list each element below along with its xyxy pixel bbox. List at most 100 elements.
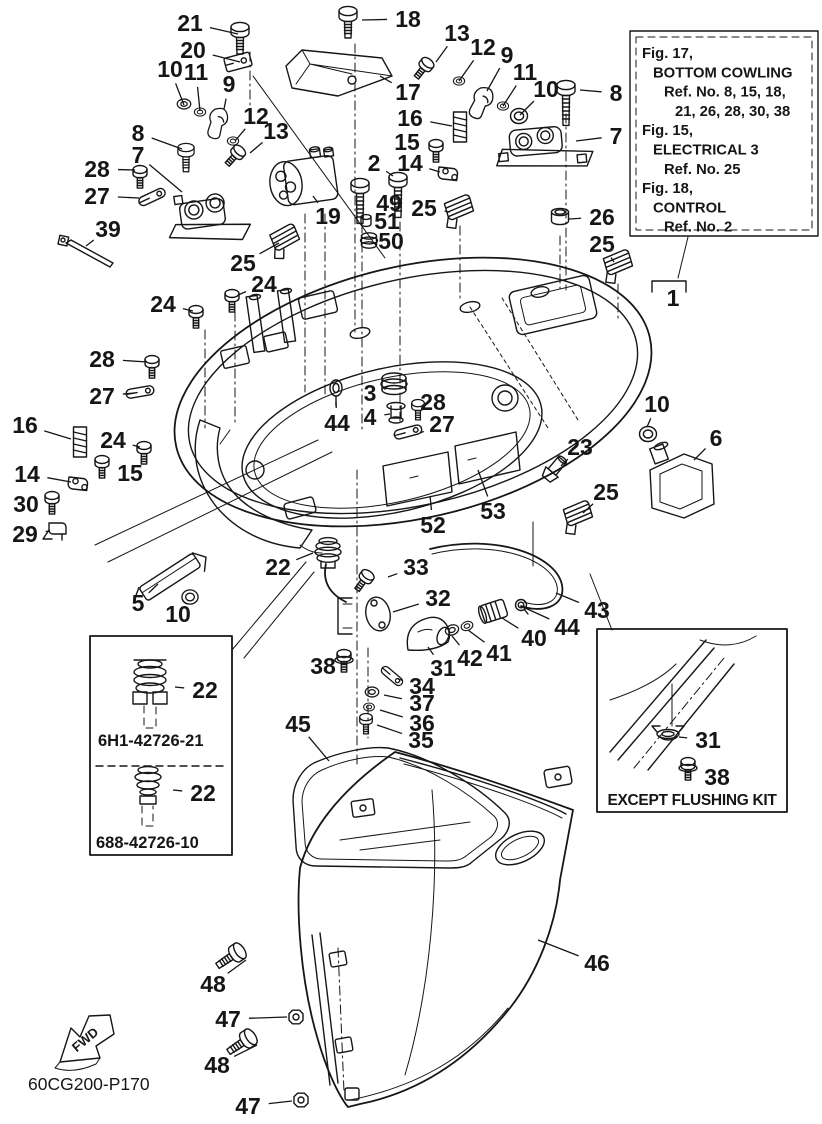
callout-label-4: 4 xyxy=(364,404,377,430)
callout-label-24: 24 xyxy=(150,291,176,317)
leader-line xyxy=(435,45,448,63)
callout-label-34: 34 xyxy=(409,673,435,699)
grommet-50 xyxy=(359,232,379,249)
center-fittings-art xyxy=(314,263,715,735)
leader-line xyxy=(132,444,141,448)
grommet-22a xyxy=(314,536,347,603)
leader-line xyxy=(122,392,135,395)
leader-line xyxy=(174,686,185,689)
callout-label-13: 13 xyxy=(263,118,289,144)
cable-tie-39 xyxy=(57,234,114,268)
artwork-layer xyxy=(42,5,819,1108)
callout-label-33: 33 xyxy=(403,554,429,580)
callout-label-39: 39 xyxy=(95,216,121,242)
callout-label-1: 1 xyxy=(667,285,680,311)
bracket-u xyxy=(337,597,353,635)
leader-line xyxy=(678,736,688,739)
except-box-label: EXCEPT FLUSHING KIT xyxy=(607,792,777,809)
leader-line xyxy=(646,418,652,428)
callout-label-7: 7 xyxy=(132,142,145,168)
info-box-line: ELECTRICAL 3 xyxy=(653,143,759,159)
leader-line xyxy=(467,629,485,643)
leader-line xyxy=(117,196,140,199)
callout-label-41: 41 xyxy=(486,640,512,666)
leader-line xyxy=(501,617,519,629)
compressor-19 xyxy=(269,146,339,207)
leader-line xyxy=(44,430,72,440)
callout-label-25: 25 xyxy=(593,479,619,505)
callout-label-42: 42 xyxy=(457,645,483,671)
callout-label-25: 25 xyxy=(589,231,615,257)
leader-line xyxy=(610,257,615,263)
callout-label-28: 28 xyxy=(89,346,115,372)
callout-label-6: 6 xyxy=(710,425,723,451)
leader-line xyxy=(45,530,51,533)
callout-label-45: 45 xyxy=(285,711,311,737)
leader-line xyxy=(209,26,239,35)
leader-line xyxy=(227,959,247,974)
boot-31a xyxy=(406,616,451,652)
leader-line xyxy=(397,678,403,681)
callout-label-44: 44 xyxy=(324,410,350,436)
callout-label-10: 10 xyxy=(533,76,559,102)
callout-label-27: 27 xyxy=(89,383,115,409)
callout-label-32: 32 xyxy=(425,585,451,611)
holder-6 xyxy=(648,441,715,519)
callout-label-12: 12 xyxy=(243,103,269,129)
callout-label-18: 18 xyxy=(395,6,421,32)
leader-line xyxy=(392,603,419,613)
left-hardware-art xyxy=(42,164,207,605)
callout-label-31: 31 xyxy=(430,655,456,681)
collar-51 xyxy=(360,213,372,228)
pan-posts xyxy=(245,287,297,354)
info-box-line: CONTROL xyxy=(653,200,726,216)
callout-label-27: 27 xyxy=(84,183,110,209)
leader-line xyxy=(312,195,319,204)
callout-label-25: 25 xyxy=(230,250,256,276)
fwd-arrow xyxy=(54,1014,115,1071)
callout-label-47: 47 xyxy=(235,1093,261,1119)
leader-line xyxy=(148,583,159,594)
leader-line xyxy=(268,1100,293,1105)
variant-box xyxy=(89,635,233,856)
info-box-line: 21, 26, 28, 30, 38 xyxy=(675,104,790,120)
callout-label-51: 51 xyxy=(374,208,400,234)
leader-line xyxy=(175,83,185,106)
leader-line xyxy=(693,447,707,461)
leader-line xyxy=(582,503,594,514)
leader-line xyxy=(555,592,580,604)
leader-line xyxy=(361,18,388,21)
variant-damper-b xyxy=(134,765,162,827)
callout-label-15: 15 xyxy=(117,460,143,486)
leader-line xyxy=(47,477,72,483)
leader-line xyxy=(383,387,389,390)
callout-label-36: 36 xyxy=(409,710,435,736)
leader-line xyxy=(387,573,398,578)
variant-part-number-2: 688-42726-10 xyxy=(96,834,199,852)
callout-label-52: 52 xyxy=(420,512,446,538)
callout-label-10: 10 xyxy=(644,391,670,417)
leader-line xyxy=(451,635,460,646)
drawing-code: 60CG200-P170 xyxy=(28,1074,150,1094)
callout-label-11: 11 xyxy=(513,59,538,85)
leader-line xyxy=(196,86,201,112)
leader-line xyxy=(575,137,602,142)
leader-line xyxy=(182,308,194,312)
callout-label-48: 48 xyxy=(200,971,226,997)
callout-label-7: 7 xyxy=(610,123,623,149)
leader-line xyxy=(379,709,403,718)
callout-label-27: 27 xyxy=(429,411,455,437)
info-box-line: BOTTOM COWLING xyxy=(653,65,792,81)
callout-label-38: 38 xyxy=(704,764,730,790)
leader-line xyxy=(249,141,263,154)
leader-line xyxy=(430,121,453,127)
callout-label-28: 28 xyxy=(420,389,446,415)
callout-label-28: 28 xyxy=(84,156,110,182)
connector-assy-7b xyxy=(496,126,594,167)
callout-label-8: 8 xyxy=(610,80,623,106)
callout-label-15: 15 xyxy=(394,129,420,155)
callout-label-16: 16 xyxy=(12,412,38,438)
leader-line xyxy=(560,458,569,467)
leader-line xyxy=(486,67,501,92)
leader-line xyxy=(383,694,403,700)
